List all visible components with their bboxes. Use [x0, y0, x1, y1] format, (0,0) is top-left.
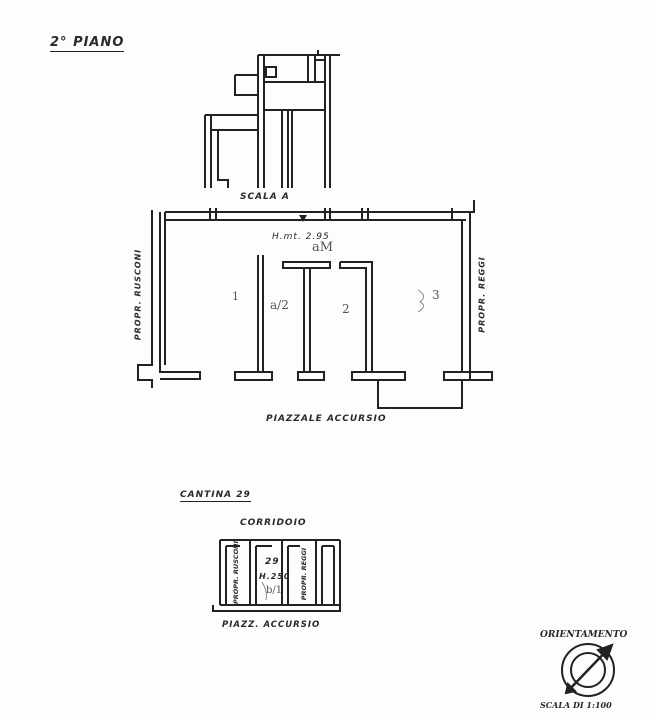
left-neighbor-label: PROPR. RUSCONI [133, 248, 143, 341]
street-label: PIAZZALE ACCURSIO [266, 414, 387, 424]
cellar-street-label: PIAZZ. ACCURSIO [222, 620, 321, 630]
apartment-walls [137, 200, 493, 409]
orientation-label: ORIENTAMENTO [540, 630, 628, 640]
pencil-marks [261, 289, 424, 601]
cellar-left-neighbor: PROPR. RUSCONI [232, 540, 240, 604]
cellar-title: CANTINA 29 [180, 490, 251, 502]
cellar-height: H.250 [259, 572, 291, 581]
floor-title: 2° PIANO [50, 35, 125, 52]
room-number-4: 3 [432, 288, 440, 302]
room-height-label: H.mt. 2.95 [272, 232, 330, 242]
cellar-walls [212, 539, 341, 612]
room-number-3: 2 [342, 302, 350, 316]
stair-block [204, 50, 340, 188]
cellar-number: 29 [265, 557, 280, 567]
corridor-label: CORRIDOIO [240, 518, 307, 528]
room-number-1: 1 [232, 290, 239, 303]
compass-rose [561, 643, 615, 697]
room-number-2: a/2 [270, 298, 289, 312]
cellar-pencil-note: b/1 [266, 585, 283, 596]
entry-arrow [299, 215, 307, 222]
cellar-right-neighbor: PROPR. REGGI [300, 547, 308, 601]
pencil-note-top: aM [312, 240, 334, 255]
scale-label: SCALA DI 1:100 [540, 700, 612, 710]
stair-label: SCALA A [240, 192, 290, 202]
right-neighbor-label: PROPR. REGGI [477, 256, 487, 333]
